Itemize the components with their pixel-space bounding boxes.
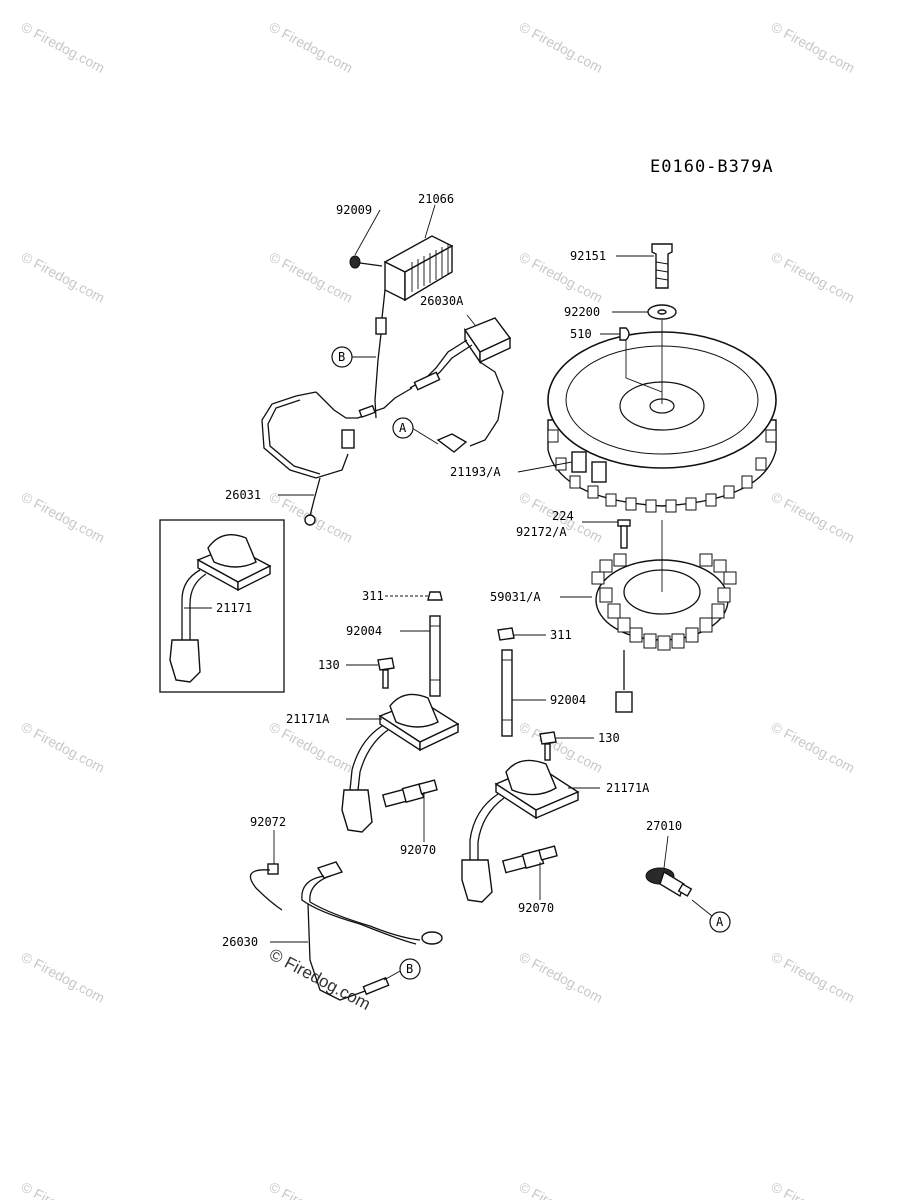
watermark: © Firedog.com — [19, 489, 108, 546]
regulator-21066[interactable] — [374, 235, 454, 419]
watermark: © Firedog.com — [267, 19, 356, 76]
watermark: © Firedog.com — [517, 19, 606, 76]
watermark: © Firedog.com — [769, 949, 858, 1006]
label-92072: 92072 — [250, 815, 286, 829]
stud-92004-right[interactable] — [501, 649, 513, 737]
harness-26030A[interactable] — [261, 317, 512, 526]
clip-92072[interactable] — [249, 863, 283, 911]
ignition-coil-21171[interactable] — [169, 534, 272, 683]
watermark: © Firedog.com — [769, 249, 858, 306]
spark-plug-92070-right[interactable] — [501, 845, 558, 874]
svg-text:B: B — [406, 962, 413, 976]
bolt-92151[interactable] — [651, 243, 673, 289]
watermark: © Firedog.com — [19, 1179, 108, 1200]
label-92004-right: 92004 — [550, 693, 586, 707]
oil-switch-27010[interactable] — [645, 867, 693, 898]
watermark: © Firedog.com — [267, 249, 356, 306]
ref-circle-b-top: B — [331, 346, 353, 368]
label-26030: 26030 — [222, 935, 258, 949]
nut-311-right[interactable] — [497, 627, 515, 641]
ref-circle-b-bottom: B — [399, 958, 421, 980]
flywheel-21193A[interactable] — [547, 331, 777, 513]
watermark: © Firedog.com — [267, 719, 356, 776]
watermark: © Firedog.com — [19, 249, 108, 306]
label-92070-right: 92070 — [518, 901, 554, 915]
watermark: © Firedog.com — [19, 19, 108, 76]
label-311-right: 311 — [550, 628, 572, 642]
label-27010: 27010 — [646, 819, 682, 833]
nut-311-left[interactable] — [385, 591, 443, 601]
watermark: © Firedog.com — [769, 489, 858, 546]
label-26031: 26031 — [225, 488, 261, 502]
watermark: © Firedog.com — [769, 19, 858, 76]
bolt-130-left[interactable] — [377, 657, 395, 689]
axis-line — [625, 340, 663, 393]
label-21171A-right: 21171A — [606, 781, 650, 795]
label-59031A: 59031/A — [490, 590, 541, 604]
stud-92004-left[interactable] — [429, 615, 441, 697]
label-26030A: 26030A — [420, 294, 464, 308]
coil-21171-frame — [159, 519, 285, 693]
label-92151: 92151 — [570, 249, 606, 263]
watermark: © Firedog.com — [517, 949, 606, 1006]
stator-59031A[interactable] — [591, 553, 737, 713]
harness-26030[interactable] — [301, 861, 443, 1001]
label-21193A: 21193/A — [450, 465, 501, 479]
watermark: © Firedog.com — [517, 1179, 606, 1200]
watermark: © Firedog.com — [769, 1179, 858, 1200]
label-224: 224 — [552, 509, 574, 523]
key-510[interactable] — [619, 327, 630, 341]
label-130-right: 130 — [598, 731, 620, 745]
screw-92009[interactable] — [349, 255, 383, 269]
watermark: © Firedog.com — [19, 719, 108, 776]
svg-text:A: A — [716, 915, 724, 929]
svg-text:B: B — [338, 350, 345, 364]
ref-circle-a-left: A — [392, 417, 414, 439]
label-92070-left: 92070 — [400, 843, 436, 857]
part-labels: 92009 21066 26030A 26031 21171 311 92004… — [216, 192, 682, 949]
label-21066: 21066 — [418, 192, 454, 206]
bolt-130-right[interactable] — [539, 731, 557, 761]
label-92009: 92009 — [336, 203, 372, 217]
label-21171A-left: 21171A — [286, 712, 330, 726]
bolt-92172A[interactable] — [617, 519, 631, 549]
watermark: © Firedog.com — [267, 1179, 356, 1200]
watermark-main: © Firedog.com — [266, 945, 374, 1014]
ignition-coil-21171A-right[interactable] — [461, 759, 580, 903]
label-21171: 21171 — [216, 601, 252, 615]
spark-plug-92070-left[interactable] — [381, 779, 438, 808]
watermark: © Firedog.com — [19, 949, 108, 1006]
diagram-code: E0160-B379A — [650, 157, 774, 177]
label-92172A: 92172/A — [516, 525, 567, 539]
label-92004-left: 92004 — [346, 624, 382, 638]
ref-circle-a-right: A — [709, 911, 731, 933]
leader-lines — [184, 204, 713, 981]
label-510: 510 — [570, 327, 592, 341]
label-311-left: 311 — [362, 589, 384, 603]
svg-text:A: A — [399, 421, 407, 435]
washer-92200[interactable] — [647, 304, 677, 320]
label-92200: 92200 — [564, 305, 600, 319]
ignition-coil-21171A-left[interactable] — [341, 693, 460, 833]
label-130-left: 130 — [318, 658, 340, 672]
watermark: © Firedog.com — [769, 719, 858, 776]
